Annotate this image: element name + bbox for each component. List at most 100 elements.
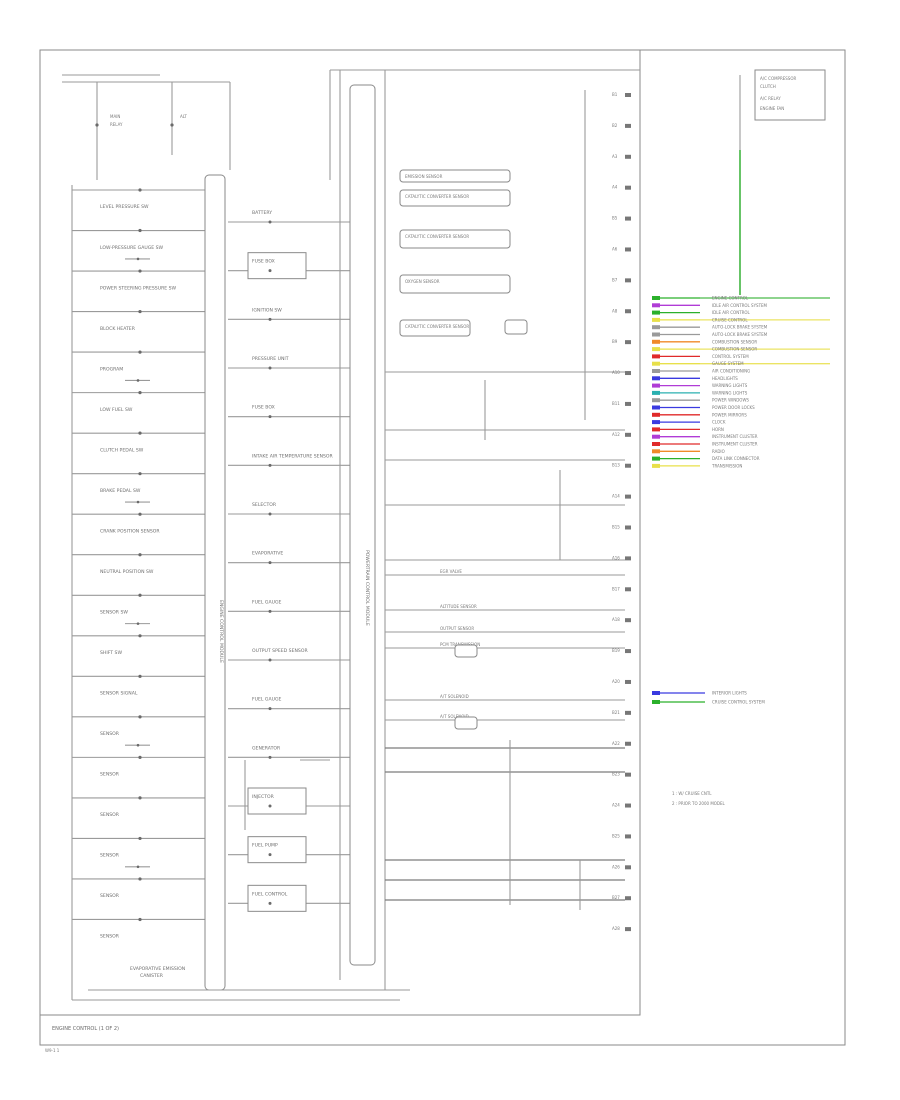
connector-pin-label: A12 xyxy=(612,432,620,437)
harness-row-label: AUTO-LOCK BRAKE SYSTEM xyxy=(712,325,768,330)
left-sensor-label: SENSOR SW xyxy=(100,610,128,616)
left-trunk: ENGINE CONTROL MODULE xyxy=(71,174,410,1001)
right-module-region: EMISSION SENSOR CATALYTIC CONVERTER SENSO… xyxy=(385,90,625,910)
harness-swatch xyxy=(652,354,660,359)
middle-component-label: PRESSURE UNIT xyxy=(252,356,289,362)
legend-top-0: A/C COMPRESSOR xyxy=(760,76,796,81)
left-sensor-label: SENSOR xyxy=(100,731,120,737)
note-1: 2 : PRIOR TO 2000 MODEL xyxy=(672,801,726,806)
left-sensor-label: SENSOR xyxy=(100,772,120,778)
connector-pin-label: A4 xyxy=(612,185,618,190)
harness-swatch xyxy=(652,303,660,308)
connector-pin-label: B11 xyxy=(612,401,620,406)
footer-code: W9-1 1 xyxy=(45,1048,60,1053)
harness-swatch xyxy=(652,325,660,330)
connector-pin-label: A18 xyxy=(612,617,620,622)
middle-component-label: FUEL GAUGE xyxy=(252,599,282,605)
middle-component-label: GENERATOR xyxy=(252,745,281,751)
harness-row-label: HORN xyxy=(712,427,724,432)
connector-pin-label: A14 xyxy=(612,494,620,499)
harness-swatch xyxy=(652,310,660,315)
right-module-label: A/T SOLENOID xyxy=(440,714,469,719)
middle-component-label: OUTPUT SPEED SENSOR xyxy=(252,648,308,654)
middle-component-label: FUEL GAUGE xyxy=(252,697,282,703)
harness-row-label: CLOCK xyxy=(712,420,726,425)
harness-swatch xyxy=(652,317,660,322)
right-module-label: A/T SOLENOID xyxy=(440,694,469,699)
top-right-legend: A/C COMPRESSOR CLUTCH A/C RELAY ENGINE F… xyxy=(739,69,826,295)
connector-pin-label: B17 xyxy=(612,586,620,591)
harness-row-label: CRUISE CONTROL xyxy=(712,317,748,322)
right-module-label: EGR VALVE xyxy=(440,569,462,574)
harness-swatch xyxy=(652,412,660,417)
connector-pin-label: A24 xyxy=(612,803,620,808)
connector-pin-label: B13 xyxy=(612,463,620,468)
connector-pins: B1B2A3A4B5A6B7A8B9A10B11A12B13A14B15A16B… xyxy=(612,92,631,932)
harness-swatch xyxy=(652,390,660,395)
connector-pin-label: B2 xyxy=(612,123,618,128)
left-sensor-label: SENSOR xyxy=(100,893,120,899)
harness-row-label: GAUGE SYSTEM xyxy=(712,361,744,366)
connector-pin-label: B1 xyxy=(612,92,618,97)
left-sensor-label: SENSOR xyxy=(100,853,120,859)
connector-pin-label: A10 xyxy=(612,370,620,375)
diagram-caption: ENGINE CONTROL (1 OF 2) xyxy=(52,1026,119,1032)
vertical-label-1: POWERTRAIN CONTROL MODULE xyxy=(364,550,370,626)
harness-swatch xyxy=(652,691,660,695)
left-sensor-label: SENSOR SIGNAL xyxy=(100,691,138,697)
connector-pin-label: B25 xyxy=(612,833,620,838)
connector-pin-label: B15 xyxy=(612,525,620,530)
middle-component-label: FUSE BOX xyxy=(252,259,275,265)
right-module-label: ALTITUDE SENSOR xyxy=(440,604,477,609)
harness-swatch xyxy=(652,427,660,432)
harness-swatch xyxy=(652,383,660,388)
top-left-label-2: ALT xyxy=(180,114,187,119)
middle-component-label: FUEL CONTROL xyxy=(252,891,288,897)
harness-swatch xyxy=(652,376,660,381)
harness-row-label: POWER DOOR LOCKS xyxy=(712,405,755,410)
left-foot-label: EVAPORATIVE EMISSION xyxy=(130,966,185,972)
harness-row-label: IDLE AIR CONTROL SYSTEM xyxy=(712,303,768,308)
harness-swatch xyxy=(652,434,660,439)
middle-component-label: BATTERY xyxy=(252,210,272,216)
harness-row-label: POWER MIRRORS xyxy=(712,412,747,417)
middle-component-label: INTAKE AIR TEMPERATURE SENSOR xyxy=(252,453,334,459)
middle-component-column: BATTERY FUSE BOX IGNITION SW PRESSURE UNIT F… xyxy=(228,210,350,912)
legend-top-1: CLUTCH xyxy=(760,84,776,89)
left-sensor-label: BRAKE PEDAL SW xyxy=(100,488,141,494)
harness-row-label: WARNING LIGHTS xyxy=(712,390,748,395)
right-module-label: CATALYTIC CONVERTER SENSOR xyxy=(405,194,469,199)
harness-row-label: CRUISE CONTROL SYSTEM xyxy=(712,700,765,705)
harness-row-label: POWER WINDOWS xyxy=(712,398,749,403)
connector-pin-label: B27 xyxy=(612,895,620,900)
connector-pin-label: B5 xyxy=(612,216,618,221)
top-left-label-1: RELAY xyxy=(110,122,123,127)
harness-row-label: AIR CONDITIONING xyxy=(712,369,750,374)
connector-pin-label: A8 xyxy=(612,308,618,313)
harness-row-label: COMBUSTION SENSOR xyxy=(712,347,757,352)
connector-pin-label: B19 xyxy=(612,648,620,653)
left-sensor-label: BLOCK HEATER xyxy=(100,326,136,332)
harness-swatch xyxy=(652,405,660,410)
connector-pin-label: B21 xyxy=(612,710,620,715)
harness-swatch xyxy=(652,339,660,344)
middle-component-label: IGNITION SW xyxy=(252,307,282,313)
left-sensor-label: SENSOR xyxy=(100,934,120,940)
connector-pin-label: A22 xyxy=(612,741,620,746)
notes: 1 : W/ CRUISE CNTL 2 : PRIOR TO 2000 MOD… xyxy=(672,791,726,806)
left-sensor-label: CLUTCH PEDAL SW xyxy=(100,447,144,453)
harness-swatch xyxy=(652,449,660,454)
harness-row-label: AUTO-LOCK BRAKE SYSTEM xyxy=(712,332,768,337)
harness-swatch xyxy=(652,442,660,446)
harness-row-label: RADIO xyxy=(712,449,725,454)
right-module-label: EMISSION SENSOR xyxy=(405,174,443,179)
harness-row-label: IDLE AIR CONTROL xyxy=(712,310,751,315)
harness-swatch xyxy=(652,456,660,461)
top-left-label-0: MAIN xyxy=(110,114,120,119)
right-module-label: CATALYTIC CONVERTER SENSOR xyxy=(405,234,469,239)
middle-component-label: EVAPORATIVE xyxy=(252,551,283,557)
connector-pin-label: B9 xyxy=(612,339,618,344)
middle-trunk: POWERTRAIN CONTROL MODULE xyxy=(329,69,640,990)
connector-pin-label: A20 xyxy=(612,679,620,684)
